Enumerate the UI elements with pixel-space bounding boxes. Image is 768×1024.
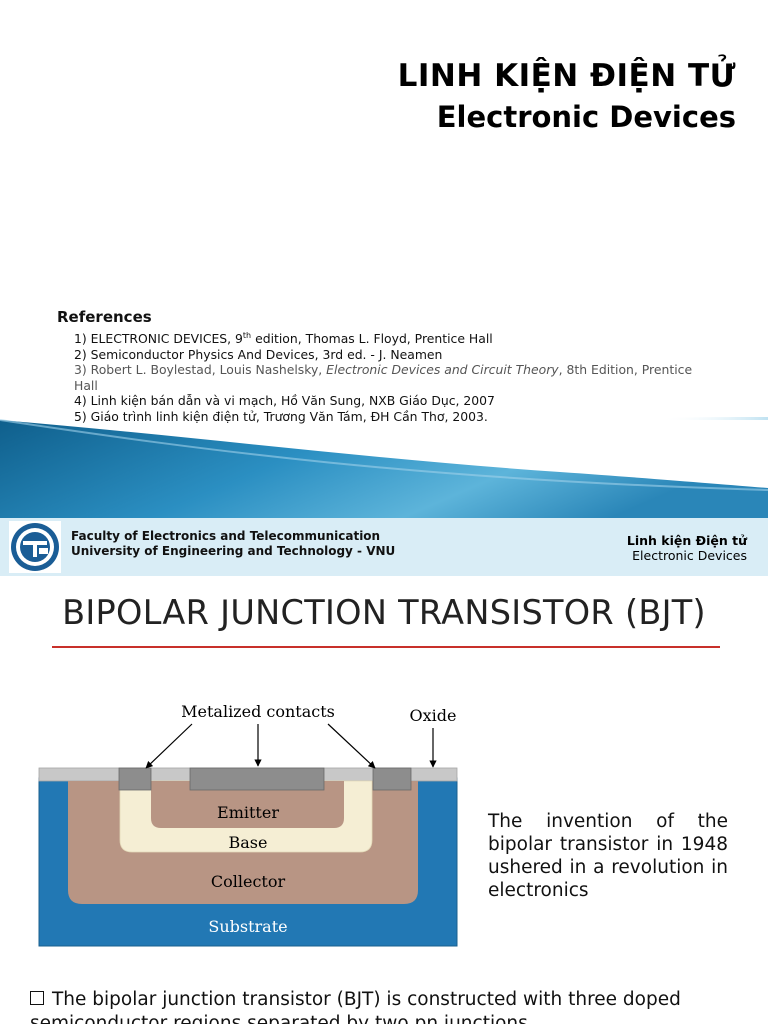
references-section: References 1) ELECTRONIC DEVICES, 9th ed… (57, 308, 697, 424)
label-collector: Collector (211, 872, 286, 891)
university-logo-icon (9, 521, 61, 573)
title-block: LINH KIỆN ĐIỆN TỬ Electronic Devices (398, 54, 736, 136)
faculty-block: Faculty of Electronics and Telecommunica… (71, 529, 395, 558)
title-underline (52, 646, 720, 648)
bullet-text: The bipolar junction transistor (BJT) is… (30, 989, 681, 1024)
reference-superscript: th (242, 331, 252, 341)
footer-course-vietnamese: Linh kiện Điện tử (626, 533, 747, 548)
reference-item: 3) Robert L. Boylestad, Louis Nashelsky,… (57, 362, 697, 393)
reference-text: edition, Thomas L. Floyd, Prentice Hall (251, 331, 493, 347)
base-contact-left (118, 767, 152, 791)
university-name: University of Engineering and Technology… (71, 543, 396, 558)
label-oxide: Oxide (410, 706, 457, 725)
emitter-region (151, 781, 344, 828)
label-emitter: Emitter (217, 803, 279, 822)
footer-course-english: Electronic Devices (632, 548, 747, 563)
reference-item: 5) Giáo trình linh kiện điện tử, Trương … (74, 408, 488, 424)
arrow-to-right-contact (327, 723, 376, 769)
course-title-english: Electronic Devices (436, 100, 736, 134)
label-metalized-contacts: Metalized contacts (181, 702, 335, 721)
reference-italic-title: Electronic Devices and Circuit Theory (326, 362, 559, 378)
arrow-to-left-contact (145, 723, 193, 769)
emitter-contact (189, 767, 325, 791)
faculty-name: Faculty of Electronics and Telecommunica… (71, 529, 381, 543)
reference-text: , 8th Edition, Prentice Hall (74, 362, 693, 393)
references-heading: References (57, 308, 152, 326)
decorative-wave (0, 417, 768, 520)
course-title-vietnamese: LINH KIỆN ĐIỆN TỬ (397, 58, 736, 94)
checkbox-bullet-icon (30, 991, 44, 1005)
reference-item: 1) ELECTRONIC DEVICES, 9th edition, Thom… (57, 328, 697, 347)
invention-text: The invention of the bipolar transistor … (488, 811, 728, 901)
bullet-point: The bipolar junction transistor (BJT) is… (30, 988, 750, 1024)
footer-bar: Faculty of Electronics and Telecommunica… (0, 518, 768, 576)
slide-bjt: BIPOLAR JUNCTION TRANSISTOR (BJT) Metali… (0, 576, 768, 1024)
base-contact-right (372, 767, 412, 791)
reference-item: 2) Semiconductor Physics And Devices, 3r… (74, 346, 443, 362)
reference-text: 3) Robert L. Boylestad, Louis Nashelsky, (74, 362, 327, 378)
reference-text: 1) ELECTRONIC DEVICES, 9 (74, 331, 243, 347)
slide-title-bjt: BIPOLAR JUNCTION TRANSISTOR (BJT) (62, 593, 706, 632)
slide-title: LINH KIỆN ĐIỆN TỬ Electronic Devices Ref… (0, 54, 768, 576)
reference-item: 4) Linh kiện bán dẫn và vi mạch, Hồ Văn … (74, 393, 495, 409)
footer-course-label: Linh kiện Điện tử Electronic Devices (627, 533, 747, 563)
label-base: Base (229, 833, 268, 852)
bjt-cross-section-diagram: Metalized contacts Oxide Emitter Base Co… (38, 702, 458, 947)
label-substrate: Substrate (208, 917, 287, 936)
